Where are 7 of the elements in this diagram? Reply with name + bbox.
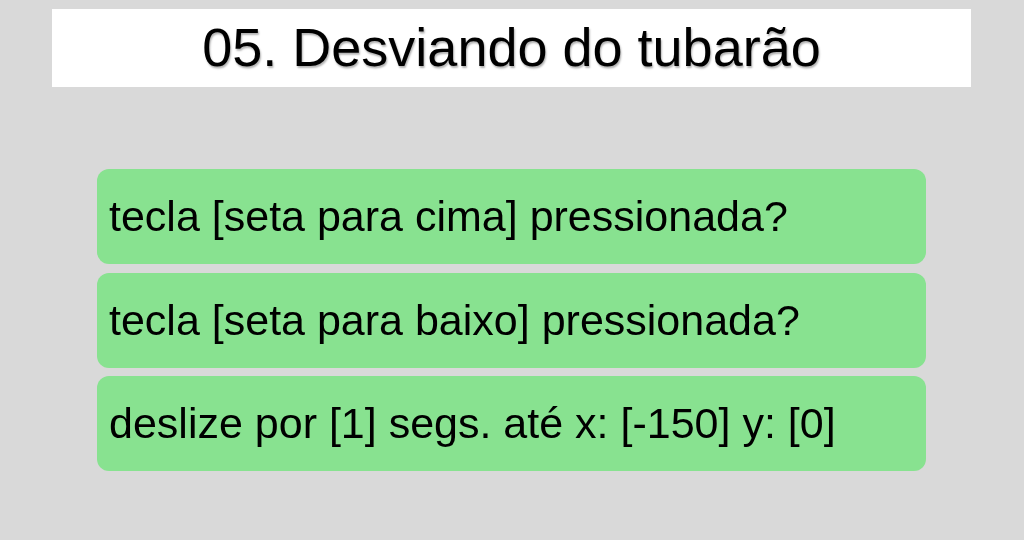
code-block (97, 169, 926, 264)
page-title: 05. Desviando do tubarão (52, 9, 971, 87)
block-text: tecla [seta para baixo] pressionada? (109, 295, 800, 346)
block-text: deslize por [1] segs. até x: [-150] y: [0] (109, 398, 836, 449)
block-text: tecla [seta para cima] pressionada? (109, 191, 788, 242)
code-block (97, 376, 926, 471)
code-block (97, 273, 926, 368)
